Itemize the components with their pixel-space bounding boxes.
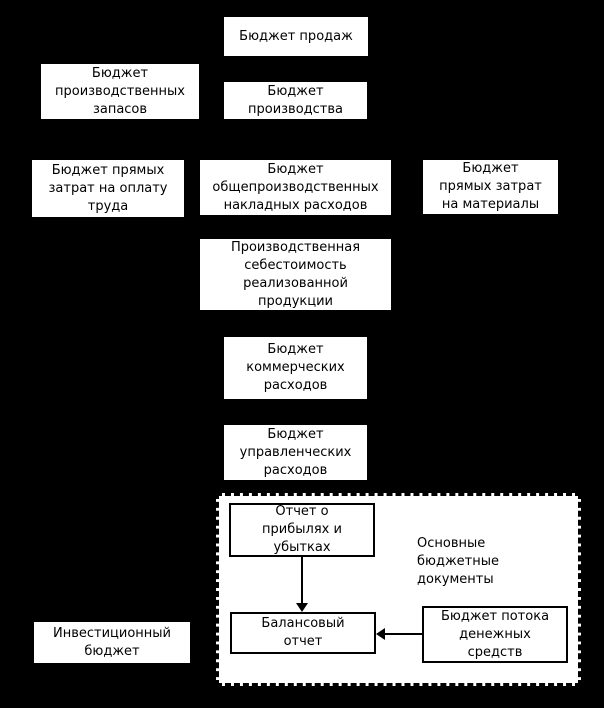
node-commercial-expenses-budget: Бюджет коммерческих расходов <box>224 337 367 399</box>
node-balance-report: Балансовый отчет <box>230 612 376 654</box>
node-cash-flow-budget: Бюджет потока денежных средств <box>422 606 568 663</box>
arrow-left-icon <box>376 628 385 640</box>
node-direct-labor-budget: Бюджет прямых затрат на оплату труда <box>32 160 184 217</box>
node-investment-budget: Инвестиционный бюджет <box>34 622 190 663</box>
arrow-down-icon <box>296 603 308 612</box>
node-overhead-budget: Бюджет общепроизводственных накладных ра… <box>200 160 391 215</box>
node-profit-and-loss-report: Отчет о прибылях и убытках <box>229 503 375 557</box>
main-documents-group-label: Основные бюджетные документы <box>417 536 499 587</box>
node-production-budget: Бюджет производства <box>224 82 367 119</box>
arrow-cashflow-to-balance-line <box>385 633 422 635</box>
node-inventory-budget: Бюджет производственных запасов <box>41 64 199 119</box>
node-sales-budget: Бюджет продаж <box>224 17 368 56</box>
arrow-pnl-to-balance-line <box>301 557 303 604</box>
node-administrative-expenses-budget: Бюджет управленческих расходов <box>224 425 367 480</box>
node-production-cost: Производственная себестоимость реализова… <box>200 239 391 310</box>
node-direct-materials-budget: Бюджет прямых затрат на материалы <box>423 160 558 214</box>
